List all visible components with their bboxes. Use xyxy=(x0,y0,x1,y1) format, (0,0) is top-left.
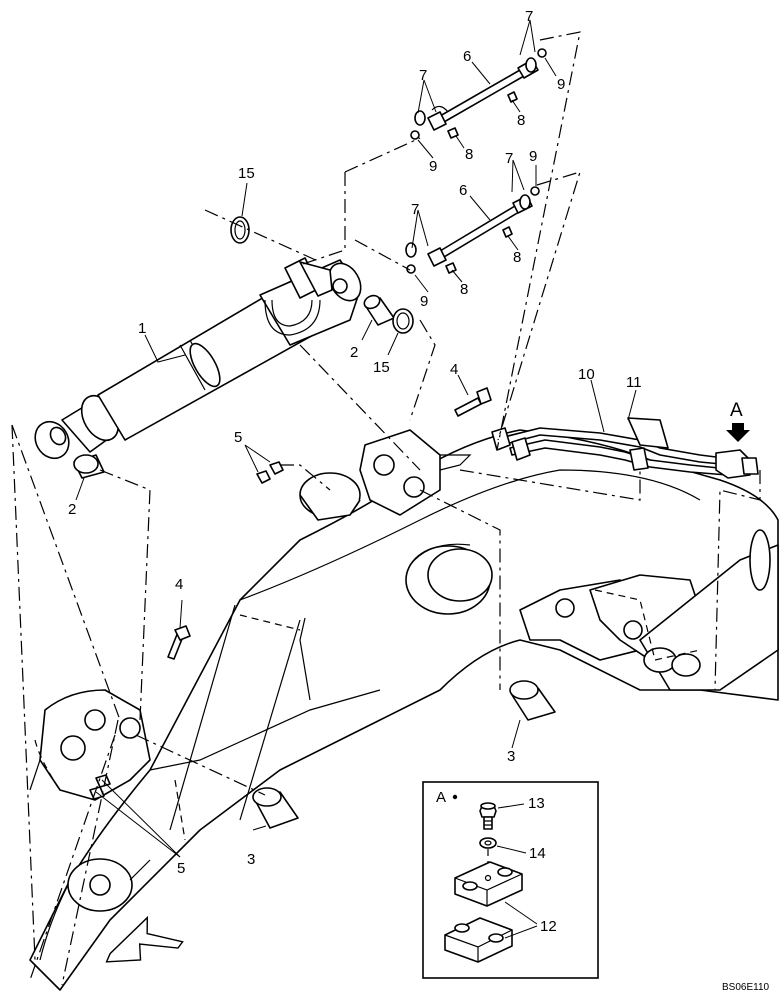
callout-9a: 9 xyxy=(557,76,565,93)
callout-5a: 5 xyxy=(234,429,242,446)
view-arrow-label: A xyxy=(730,400,743,421)
callout-9d: 9 xyxy=(420,293,428,310)
callout-7d: 7 xyxy=(411,201,419,218)
bushing-lower xyxy=(73,454,105,479)
callout-15b: 15 xyxy=(373,359,390,376)
callout-6a: 6 xyxy=(463,48,471,65)
callout-8d: 8 xyxy=(460,281,468,298)
pin-right xyxy=(509,680,556,721)
callout-10: 10 xyxy=(578,366,595,383)
callout-3b: 3 xyxy=(247,851,255,868)
callout-9c: 9 xyxy=(529,148,537,165)
callout-5b: 5 xyxy=(177,860,185,877)
callout-2a: 2 xyxy=(350,344,358,361)
drawing-code: BS06E110 xyxy=(722,982,770,993)
callout-7b: 7 xyxy=(419,67,427,84)
bolt-upper xyxy=(454,387,492,417)
orientation-arrow xyxy=(105,915,184,963)
boom-pipes xyxy=(491,417,759,479)
hose-lower xyxy=(405,186,540,274)
view-arrow-a xyxy=(726,423,750,442)
pin-lower xyxy=(252,787,299,829)
callout-8b: 8 xyxy=(465,146,473,163)
callout-15a: 15 xyxy=(238,165,255,182)
callout-2b: 2 xyxy=(68,501,76,518)
hose-upper xyxy=(410,48,547,140)
bushing-upper xyxy=(363,294,395,326)
callout-8c: 8 xyxy=(513,249,521,266)
boom-cylinder xyxy=(34,257,362,460)
callout-4a: 4 xyxy=(450,361,458,378)
callout-11: 11 xyxy=(626,374,642,391)
leader-lines xyxy=(75,19,637,858)
callout-8a: 8 xyxy=(517,112,525,129)
callout-3a: 3 xyxy=(507,748,515,765)
callout-9b: 9 xyxy=(429,158,437,175)
seal-ring-upper xyxy=(392,308,414,334)
detail-box-a: A 13 14 12 xyxy=(422,781,599,979)
nuts-upper xyxy=(256,461,284,484)
bolt-lower xyxy=(167,625,191,660)
callout-7c: 7 xyxy=(505,150,513,167)
callout-12: 12 xyxy=(540,918,557,935)
detail-title: A xyxy=(436,789,446,806)
callout-6b: 6 xyxy=(459,182,467,199)
reference-lines xyxy=(11,31,761,986)
callout-7a: 7 xyxy=(525,8,533,25)
callout-labels: 1 2 2 3 3 4 4 5 5 6 6 7 7 7 7 8 8 8 8 9 … xyxy=(68,8,743,877)
callout-1: 1 xyxy=(138,320,146,337)
callout-14: 14 xyxy=(529,845,546,862)
callout-4b: 4 xyxy=(175,576,183,593)
callout-13: 13 xyxy=(528,795,545,812)
boom xyxy=(29,429,779,991)
